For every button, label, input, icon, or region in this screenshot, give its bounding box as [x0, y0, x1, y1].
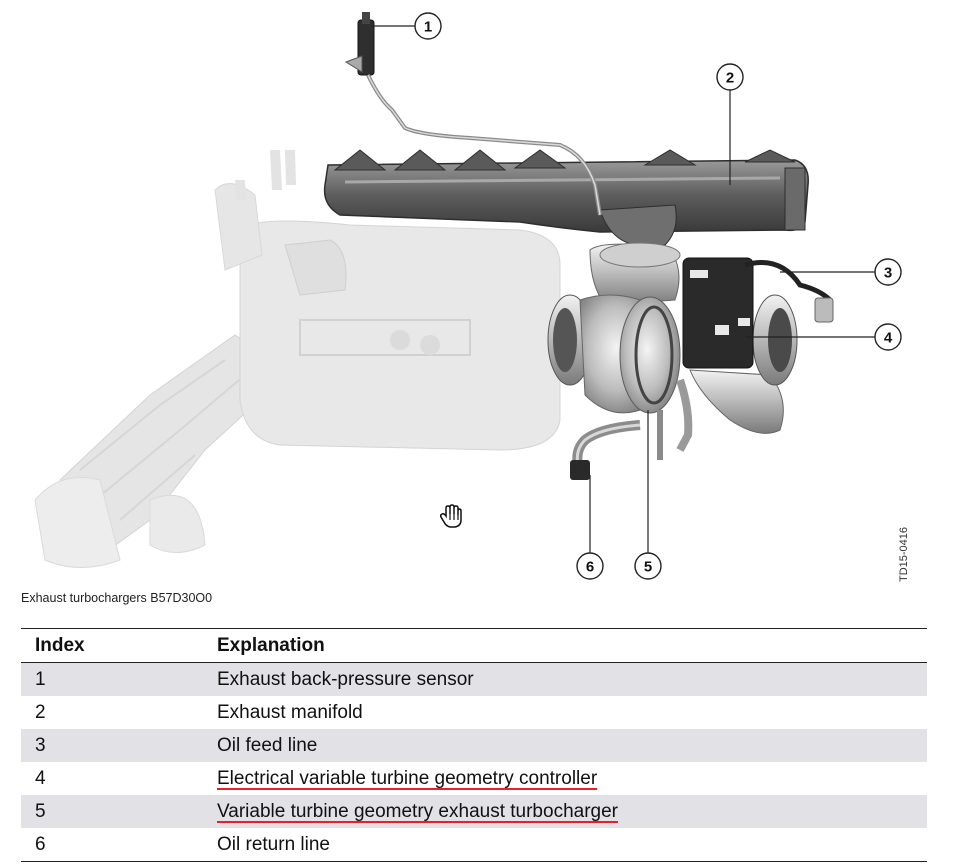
table-row: 4 Electrical variable turbine geometry c… [21, 762, 927, 795]
turbocharger-figure: 1 2 3 4 5 6 TD15-0416 [34, 12, 910, 582]
hand-pointer-icon [439, 504, 462, 528]
row-index: 3 [21, 729, 203, 762]
row-explanation: Exhaust manifold [217, 701, 363, 723]
index-table: Index Explanation 1 Exhaust back-pressur… [21, 628, 927, 862]
exhaust-manifold [323, 149, 809, 246]
table-row: 1 Exhaust back-pressure sensor [21, 662, 927, 696]
callout-6: 6 [576, 552, 604, 580]
callout-1: 1 [414, 12, 442, 40]
row-explanation: Exhaust back-pressure sensor [203, 662, 927, 696]
vtg-actuator [682, 257, 834, 369]
table-row: 3 Oil feed line [21, 729, 927, 762]
table-header-row: Index Explanation [21, 628, 927, 663]
turbocharger [547, 242, 834, 480]
callout-2: 2 [716, 63, 744, 91]
svg-text:6: 6 [586, 559, 594, 576]
callout-5: 5 [634, 552, 662, 580]
table-row: 6 Oil return line [21, 828, 927, 862]
svg-text:1: 1 [424, 19, 432, 36]
row-explanation: Variable turbine geometry exhaust turboc… [203, 795, 927, 828]
callout-lines [372, 25, 875, 553]
callout-4: 4 [874, 323, 902, 351]
column-header-index: Index [21, 628, 203, 663]
table-row: 5 Variable turbine geometry exhaust turb… [21, 795, 927, 828]
row-index: 6 [21, 828, 203, 862]
spellcheck-underlined-text: Variable turbine geometry exhaust turboc… [217, 800, 618, 822]
row-explanation: Electrical variable turbine geometry con… [203, 762, 927, 795]
row-explanation: Oil feed line [203, 729, 927, 762]
oil-return-line [570, 420, 641, 480]
row-index: 5 [21, 795, 203, 828]
svg-text:4: 4 [884, 330, 893, 347]
row-index: 2 [35, 701, 46, 723]
table-row: 2 Exhaust manifold [21, 696, 927, 729]
turbocharger-illustration: 1 2 3 4 5 6 TD15-0416 [34, 12, 910, 582]
back-pressure-sensor [344, 12, 602, 216]
row-index: 1 [21, 662, 203, 696]
svg-text:2: 2 [726, 70, 734, 87]
column-header-explanation: Explanation [203, 628, 927, 663]
svg-text:5: 5 [644, 559, 652, 576]
faded-exhaust-aftertreatment [34, 150, 561, 568]
row-explanation: Oil return line [203, 828, 927, 862]
callout-3: 3 [874, 258, 902, 286]
row-index: 4 [35, 767, 46, 789]
figure-reference-code: TD15-0416 [898, 527, 910, 582]
figure-caption: Exhaust turbochargers B57D30O0 [21, 591, 213, 605]
spellcheck-underlined-text: Electrical variable turbine geometry con… [217, 767, 598, 789]
svg-text:3: 3 [884, 265, 892, 282]
